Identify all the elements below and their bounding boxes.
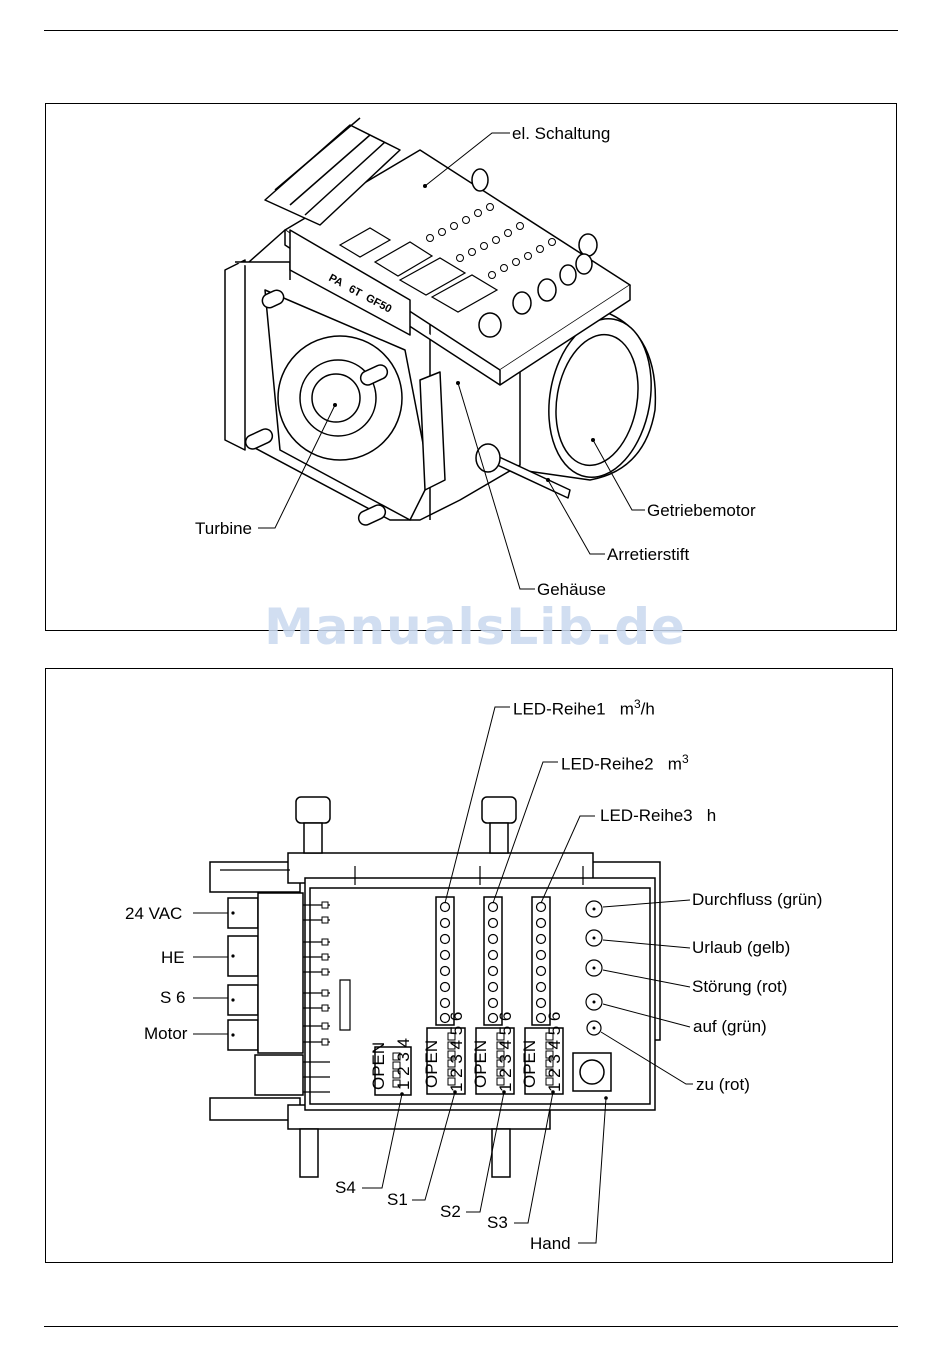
status-open-name: auf bbox=[693, 1017, 717, 1036]
label-connector-he: HE bbox=[161, 948, 185, 968]
status-closed-color: (rot) bbox=[719, 1075, 750, 1094]
led-row-1-suffix: /h bbox=[641, 700, 655, 719]
device-isometric-drawing: PA 6T GF50 el. Schaltung Turbine Getrieb… bbox=[0, 0, 950, 660]
watermark: ManualsLib.de bbox=[0, 598, 950, 656]
led-row-3-text: LED-Reihe3 bbox=[600, 806, 693, 825]
led-row-2-text: LED-Reihe2 bbox=[561, 755, 654, 774]
label-circuit: el. Schaltung bbox=[512, 124, 610, 143]
status-fault-color: (rot) bbox=[756, 977, 787, 996]
label-led-row-1: LED-Reihe1 m3/h bbox=[513, 697, 655, 720]
label-switch-s1: S1 bbox=[387, 1190, 408, 1210]
label-gearmotor: Getriebemotor bbox=[647, 501, 756, 520]
label-status-closed: zu (rot) bbox=[696, 1075, 750, 1095]
label-switch-s3: S3 bbox=[487, 1213, 508, 1233]
label-led-row-3: LED-Reihe3 h bbox=[600, 806, 716, 826]
label-status-vacation: Urlaub (gelb) bbox=[692, 938, 790, 958]
status-closed-name: zu bbox=[696, 1075, 714, 1094]
status-open-color: (grün) bbox=[721, 1017, 766, 1036]
label-connector-motor: Motor bbox=[144, 1024, 187, 1044]
label-status-flow: Durchfluss (grün) bbox=[692, 890, 822, 910]
label-pin: Arretierstift bbox=[607, 545, 689, 564]
led-row-2-sup: 3 bbox=[682, 752, 689, 766]
label-hand: Hand bbox=[530, 1234, 571, 1254]
bottom-rule bbox=[44, 1326, 898, 1327]
led-row-1-unit: m bbox=[620, 700, 634, 719]
led-row-3-unit: h bbox=[707, 806, 716, 825]
status-fault-name: Störung bbox=[692, 977, 752, 996]
led-row-2-unit: m bbox=[668, 755, 682, 774]
status-vacation-color: (gelb) bbox=[747, 938, 790, 957]
label-switch-s4: S4 bbox=[335, 1178, 356, 1198]
led-row-1-sup: 3 bbox=[634, 697, 641, 711]
label-status-fault: Störung (rot) bbox=[692, 977, 787, 997]
label-switch-s2: S2 bbox=[440, 1202, 461, 1222]
status-flow-color: (grün) bbox=[777, 890, 822, 909]
led-row-1-text: LED-Reihe1 bbox=[513, 700, 606, 719]
status-flow-name: Durchfluss bbox=[692, 890, 772, 909]
label-connector-24vac: 24 VAC bbox=[125, 904, 182, 924]
label-connector-s6: S 6 bbox=[160, 988, 186, 1008]
label-turbine: Turbine bbox=[195, 519, 252, 538]
label-housing: Gehäuse bbox=[537, 580, 606, 599]
label-led-row-2: LED-Reihe2 m3 bbox=[561, 752, 689, 775]
status-vacation-name: Urlaub bbox=[692, 938, 742, 957]
label-status-open: auf (grün) bbox=[693, 1017, 767, 1037]
